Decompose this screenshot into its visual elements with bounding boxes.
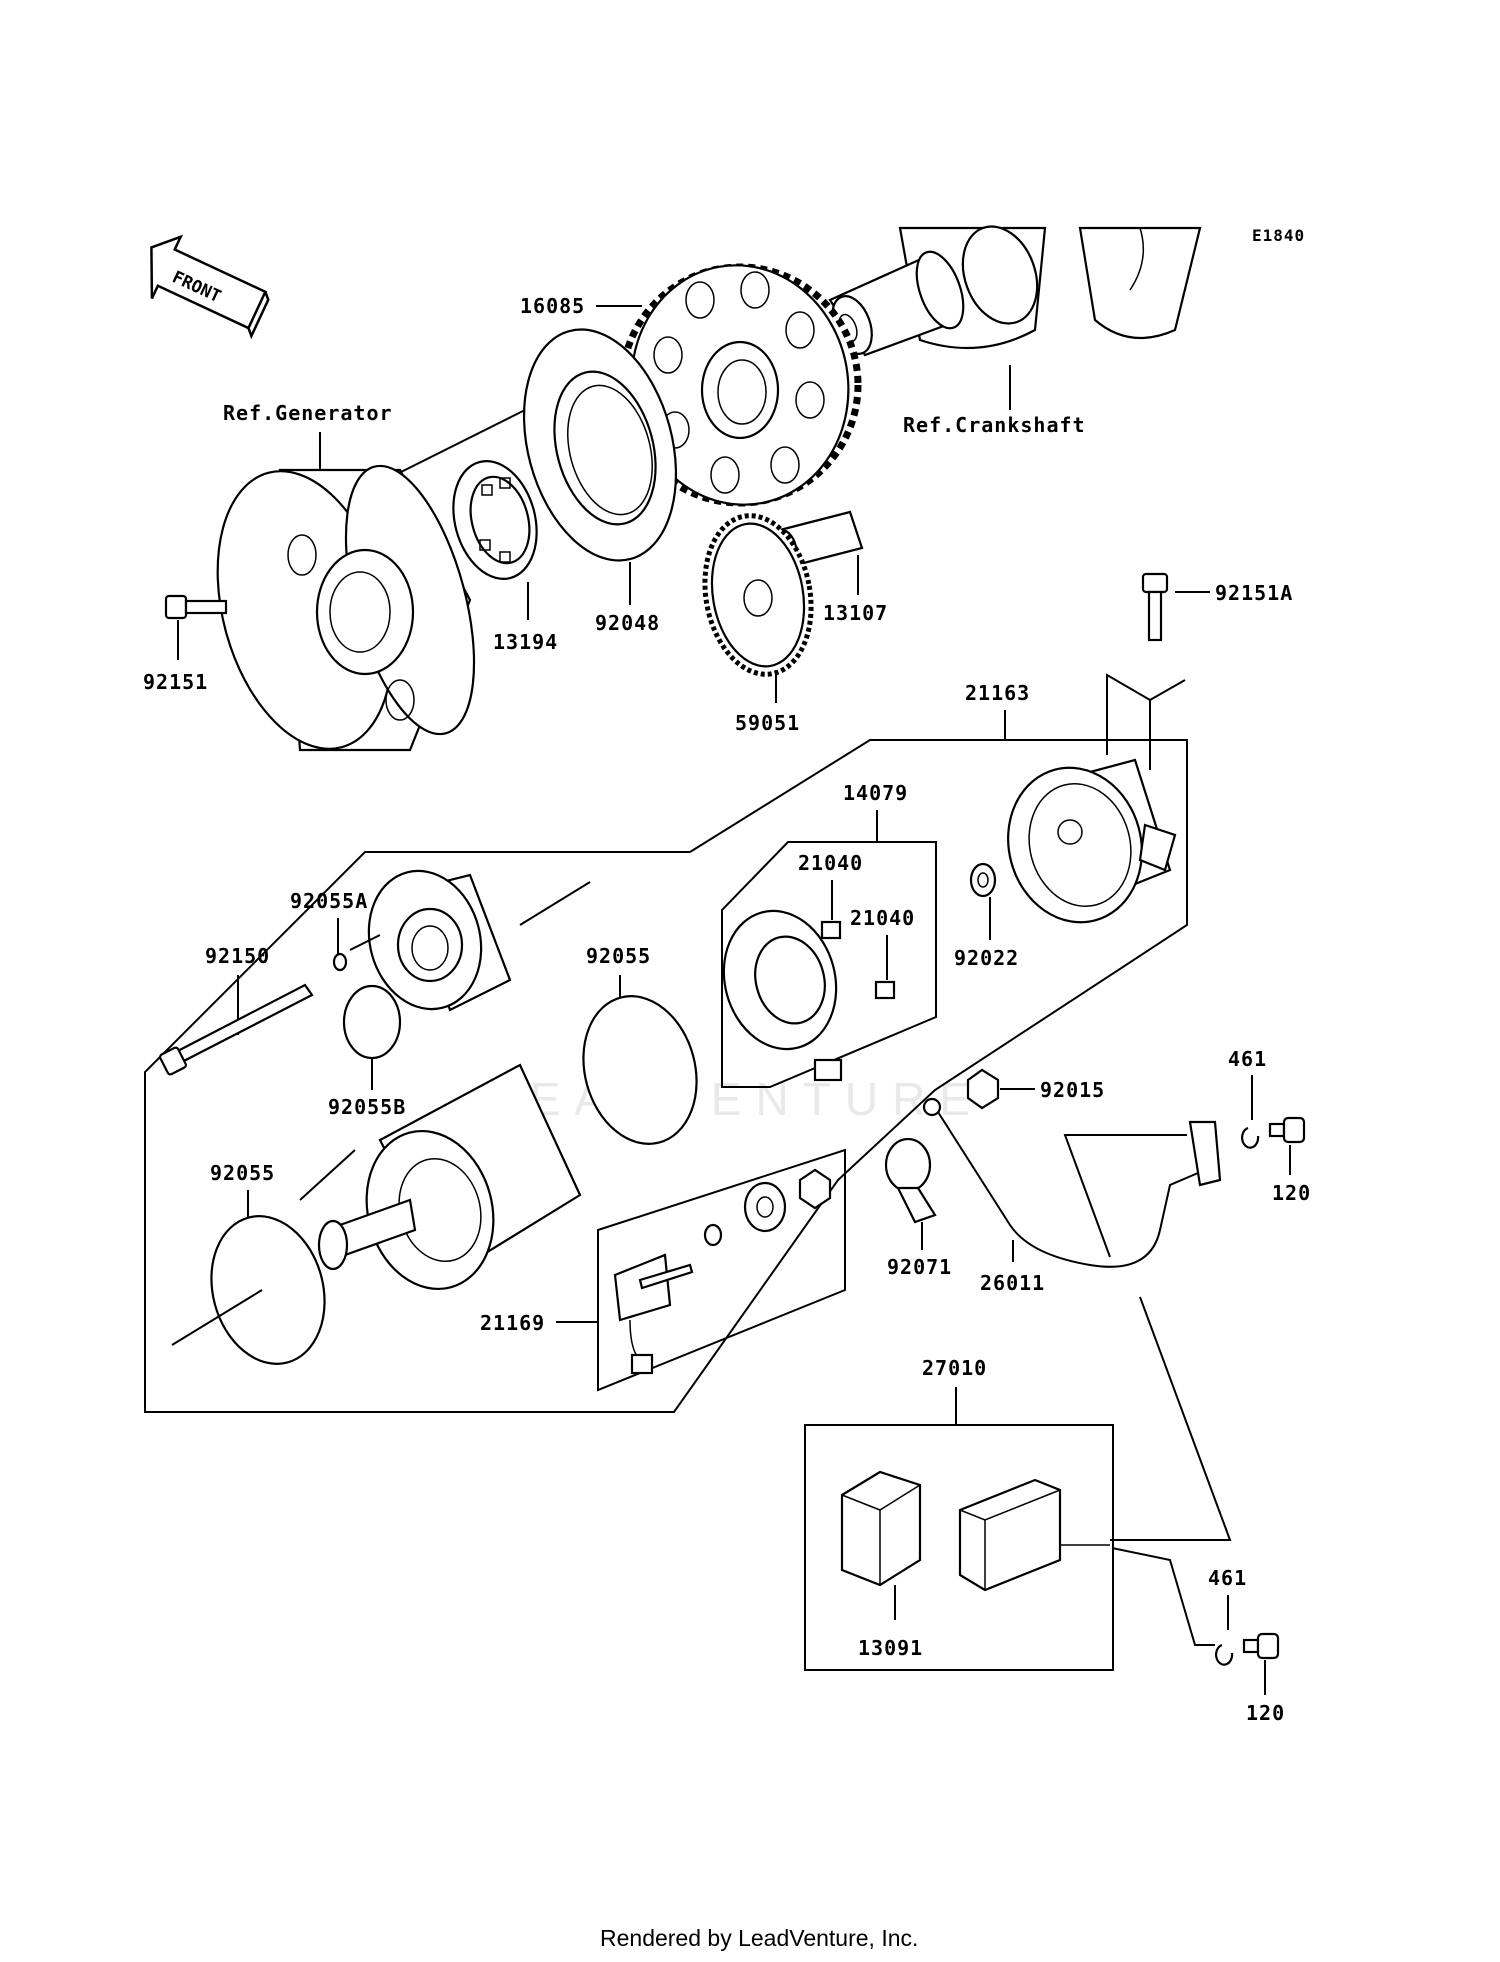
washer-92022-icon [969,862,997,898]
starter-motor-yoke-icon [317,1063,582,1291]
part-label-120-b: 120 [1246,1701,1285,1725]
front-cover-icon [367,869,512,1012]
part-label-92055A: 92055A [290,889,368,913]
o-ring-92055A-icon [332,952,348,972]
part-label-26011: 26011 [980,1271,1045,1295]
part-label-21040-a: 21040 [798,851,863,875]
part-label-27010: 27010 [922,1356,987,1380]
bolt-92151A-icon [1141,572,1169,642]
starter-assembly-outline [144,739,1188,1413]
brush-holder-box-outline [721,841,937,1088]
terminal-set-21169-icon [613,1168,832,1375]
part-label-16085: 16085 [520,294,585,318]
brush-21040-a-icon [820,920,842,940]
bolt-92151-icon [164,594,228,620]
part-label-92071: 92071 [887,1255,952,1279]
washer-461-a-icon [1241,1126,1260,1149]
part-label-92015: 92015 [1040,1078,1105,1102]
front-arrow-icon: FRONT [150,234,270,340]
through-bolt-92150-icon [159,983,314,1076]
part-label-13091: 13091 [858,1636,923,1660]
relay-13091-icon [840,1470,922,1587]
brush-21040-b-icon [874,980,896,1000]
part-label-14079: 14079 [843,781,908,805]
footer-credit: Rendered by LeadVenture, Inc. [600,1925,918,1951]
o-ring-92055-a-icon [582,995,698,1145]
part-label-13194: 13194 [493,630,558,654]
starter-cable-26011-icon [922,1097,1222,1268]
o-ring-92055-b-icon [210,1215,326,1365]
part-label-92022: 92022 [954,946,1019,970]
part-label-21169: 21169 [480,1311,545,1335]
part-label-461-b: 461 [1208,1566,1247,1590]
diagram-code: E1840 [1252,226,1305,245]
part-label-92150: 92150 [205,944,270,968]
ref-crankshaft-label: Ref.Crankshaft [903,413,1086,437]
starter-relay-icon [958,1478,1110,1592]
ref-generator-label: Ref.Generator [223,401,393,425]
part-label-92151: 92151 [143,670,208,694]
gear-16085-icon [618,263,862,507]
idle-gear-59051-icon [702,513,814,677]
o-ring-92055B-icon [342,984,402,1060]
generator-rotor-icon [216,464,476,752]
watermark-text: LEADVENTURE [490,1073,984,1125]
crankshaft-illustration [828,225,1202,357]
washer-461-b-icon [1215,1643,1234,1666]
end-cover-21163-icon [1007,758,1177,924]
one-way-clutch-13194-icon [452,460,538,580]
bolt-120-a-icon [1268,1116,1306,1144]
part-label-92055-b: 92055 [210,1161,275,1185]
nut-92015-icon [966,1068,1000,1110]
part-label-120-a: 120 [1272,1181,1311,1205]
bolt-120-b-icon [1242,1632,1280,1660]
part-label-92055-a: 92055 [586,944,651,968]
part-label-13107: 13107 [823,601,888,625]
part-label-92048: 92048 [595,611,660,635]
part-label-92055B: 92055B [328,1095,406,1119]
clutch-flange-92048-icon [522,328,678,562]
part-label-59051: 59051 [735,711,800,735]
cap-92071-icon [884,1137,937,1224]
part-label-461-a: 461 [1228,1047,1267,1071]
brush-holder-14079-icon [722,909,843,1082]
terminal-set-box-outline [597,1148,846,1392]
part-label-92151A: 92151A [1215,581,1293,605]
part-label-21040-b: 21040 [850,906,915,930]
part-label-21163: 21163 [965,681,1030,705]
